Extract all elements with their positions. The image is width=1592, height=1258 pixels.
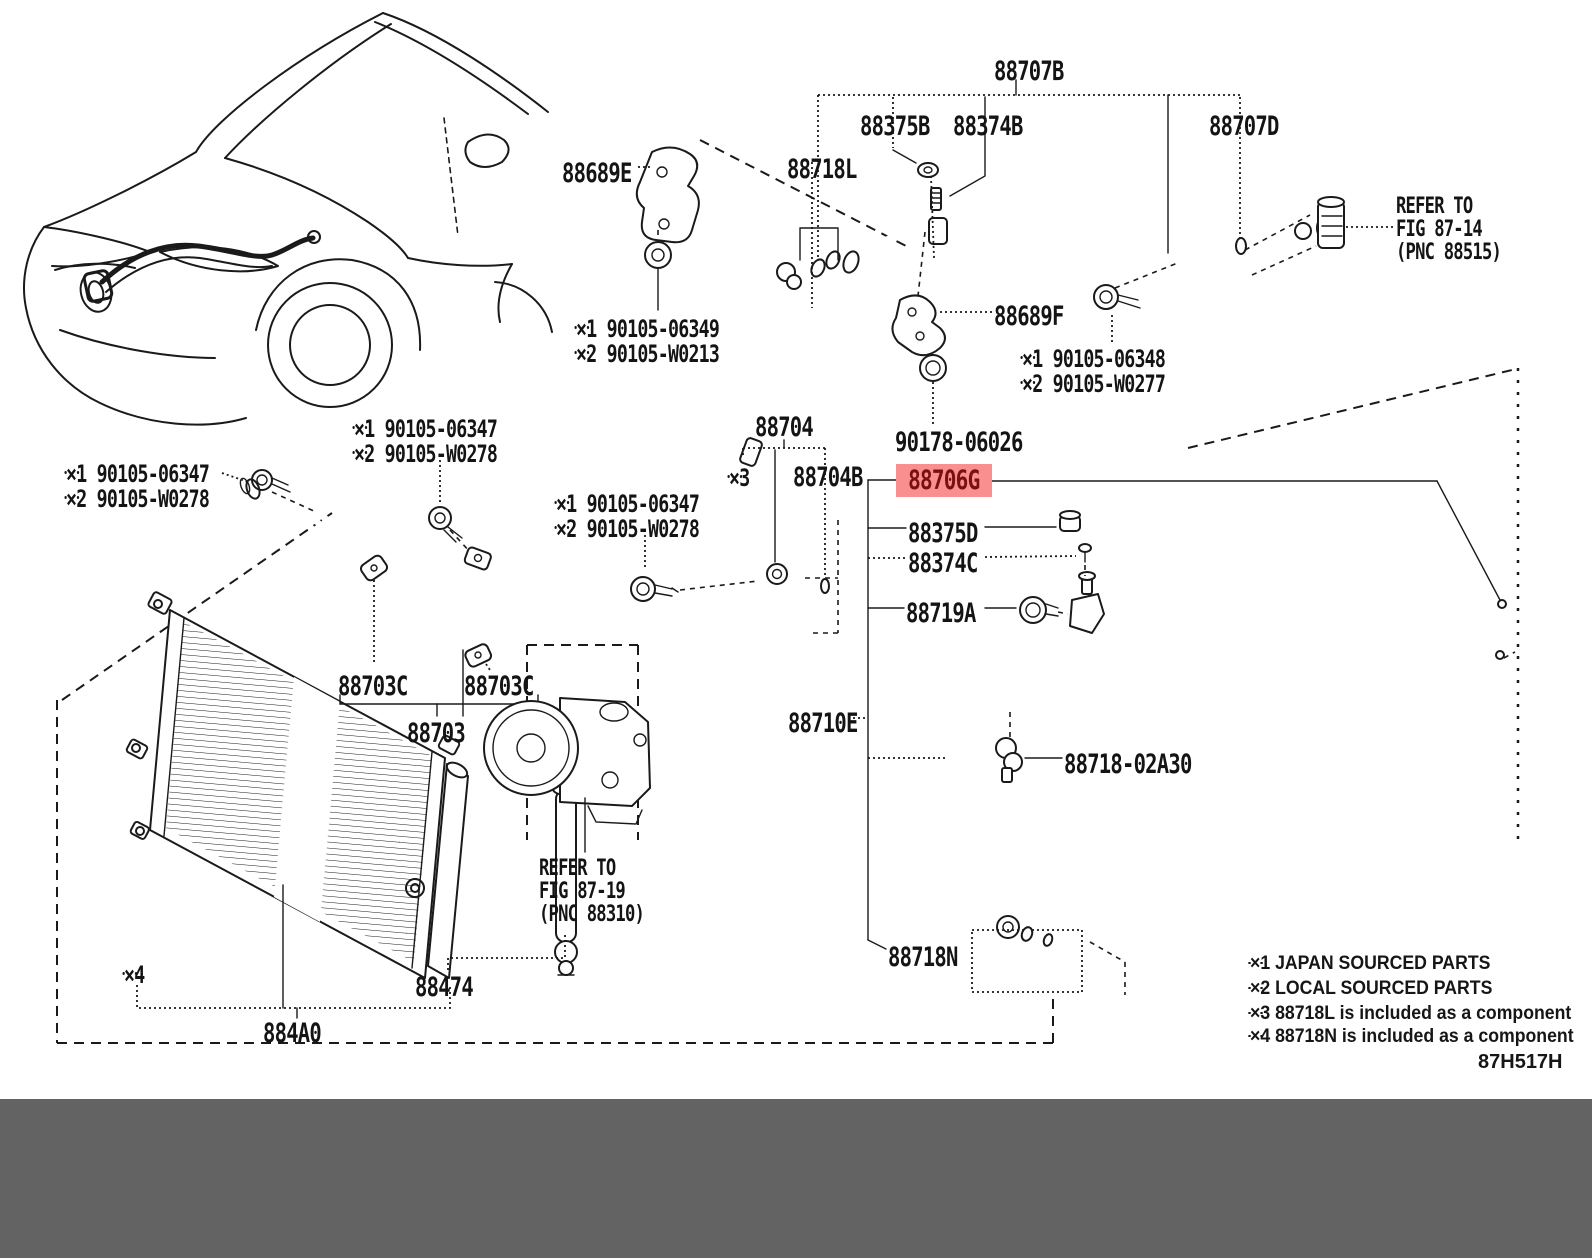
footer-bar: TOYOTA - 9009914122 N - 88706G <box>0 1099 1592 1258</box>
part-label-88375B[interactable]: 88375B <box>860 111 930 142</box>
note-japan-sourced: ×1 JAPAN SOURCED PARTS <box>1248 953 1491 974</box>
condenser-art <box>125 591 580 979</box>
drawing-code: 87H517H <box>1478 1051 1563 1073</box>
part-label-88703C[interactable]: 88703C <box>464 671 534 702</box>
condenser-bracket-art <box>136 884 566 1019</box>
highlighted-part-number: 88706G <box>908 465 980 496</box>
part-label-88706G-highlighted[interactable]: 88706G <box>896 464 992 497</box>
part-label-88707D[interactable]: 88707D <box>1209 111 1279 142</box>
compressor-art <box>483 697 651 853</box>
part-label-90105-W0278[interactable]: ×2 90105-W0278 <box>554 515 700 543</box>
note-88718L-component: ×3 88718L is included as a component <box>1248 1003 1572 1024</box>
part-label-88374C[interactable]: 88374C <box>908 548 978 579</box>
part-label-88689E[interactable]: 88689E <box>562 158 632 189</box>
part-label-90178-06026[interactable]: 90178-06026 <box>895 427 1023 458</box>
ref-line: (PNC 88515) <box>1396 240 1502 265</box>
part-label-88374B[interactable]: 88374B <box>953 111 1023 142</box>
part-label-90105-06348[interactable]: ×1 90105-06348 <box>1020 345 1166 373</box>
ref-line: FIG 87-19 <box>539 879 626 904</box>
part-label-90105-W0277[interactable]: ×2 90105-W0277 <box>1020 370 1166 398</box>
mount-bolts-art <box>221 460 492 571</box>
part-label-884A0[interactable]: 884A0 <box>263 1018 322 1049</box>
note-88718N-component: ×4 88718N is included as a component <box>1248 1026 1574 1047</box>
part-label-90105-06347[interactable]: ×1 90105-06347 <box>554 490 700 518</box>
part-label-88710E[interactable]: 88710E <box>788 708 858 739</box>
part-label-88703C[interactable]: 88703C <box>338 671 408 702</box>
part-label-88707B[interactable]: 88707B <box>994 56 1064 87</box>
car-outline-icon <box>23 12 553 426</box>
part-label-88718L[interactable]: 88718L <box>787 154 857 185</box>
part-label-88689F[interactable]: 88689F <box>994 301 1064 332</box>
ref-line: REFER TO <box>1396 194 1473 219</box>
ref-fig-87-14: REFER TO FIG 87-14 (PNC 88515) <box>1396 194 1502 265</box>
part-label-90105-06347[interactable]: ×1 90105-06347 <box>64 460 210 488</box>
part-label-88703[interactable]: 88703 <box>407 718 466 749</box>
part-label-90105-06349[interactable]: ×1 90105-06349 <box>574 315 720 343</box>
part-label-88718-02A30[interactable]: 88718-02A30 <box>1064 749 1192 780</box>
rear-pipe-art <box>635 79 1394 424</box>
part-label-88704[interactable]: 88704 <box>755 412 814 443</box>
ref-line: (PNC 88310) <box>539 902 645 927</box>
part-label-88474[interactable]: 88474 <box>415 972 474 1003</box>
part-label-90105-06347[interactable]: ×1 90105-06347 <box>352 415 498 443</box>
ref-line: FIG 87-14 <box>1396 217 1483 242</box>
parts-diagram-art <box>23 12 1520 1044</box>
part-label-88719A[interactable]: 88719A <box>906 598 976 629</box>
part-label-88375D[interactable]: 88375D <box>908 518 978 549</box>
suction-hose-art <box>239 477 539 717</box>
part-label-90105-W0213[interactable]: ×2 90105-W0213 <box>574 340 720 368</box>
part-label-88718N[interactable]: 88718N <box>888 942 958 973</box>
note-local-sourced: ×2 LOCAL SOURCED PARTS <box>1248 978 1493 999</box>
part-label-88704B[interactable]: 88704B <box>793 462 863 493</box>
part-label-90105-W0278[interactable]: ×2 90105-W0278 <box>64 485 210 513</box>
ref-line: REFER TO <box>539 856 616 881</box>
mark-label-4: ×4 <box>122 961 145 989</box>
discharge-hose-art <box>630 264 839 634</box>
ref-fig-87-19: REFER TO FIG 87-19 (PNC 88310) <box>539 856 645 927</box>
part-label-90105-W0278[interactable]: ×2 90105-W0278 <box>352 440 498 468</box>
liquid-tube-art <box>853 368 1520 995</box>
mark-label-3: ×3 <box>727 464 750 492</box>
